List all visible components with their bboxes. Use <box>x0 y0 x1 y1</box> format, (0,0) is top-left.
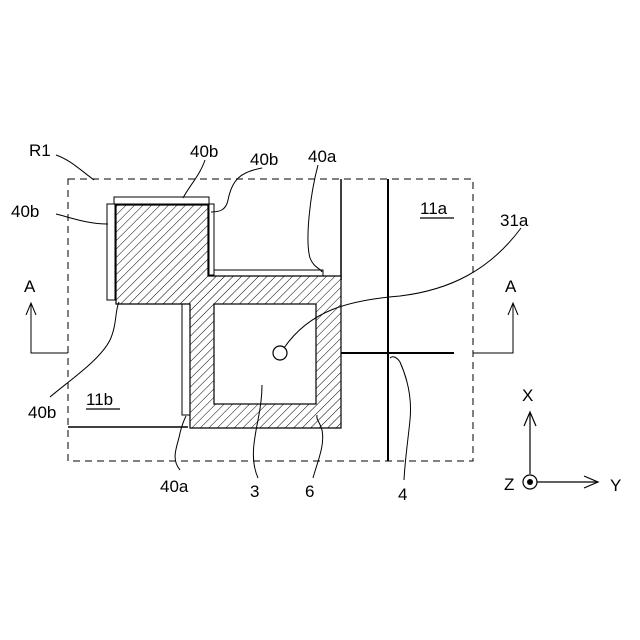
z-axis-dot <box>527 479 533 485</box>
leader-wiring-4 <box>390 357 411 480</box>
label-r1: R1 <box>29 141 51 160</box>
axis-label-x: X <box>522 386 533 405</box>
leader-40b-bottom <box>50 302 119 397</box>
electrode-40b-left-strip <box>107 204 115 300</box>
electrode-40a-top-strip <box>214 270 323 276</box>
label-wiring-4: 4 <box>398 485 407 504</box>
element-3-box <box>214 304 316 404</box>
label-40b-bottom: 40b <box>28 403 56 422</box>
label-40b-right: 40b <box>250 150 278 169</box>
label-section-a-left: A <box>24 277 36 296</box>
electrode-40b-step-strip <box>209 204 214 275</box>
label-31a: 31a <box>500 211 529 230</box>
leader-r1 <box>56 155 94 180</box>
label-40a-top: 40a <box>308 147 337 166</box>
leader-40a-bottom <box>175 416 186 470</box>
electrode-40b-top-strip <box>114 197 209 204</box>
axis-label-y: Y <box>610 476 621 495</box>
axis-label-z: Z <box>504 475 514 494</box>
contact-31a-circle <box>273 346 287 360</box>
label-element-3: 3 <box>250 482 259 501</box>
label-40a-bottom: 40a <box>160 477 189 496</box>
label-layer-6: 6 <box>305 482 314 501</box>
label-section-a-right: A <box>505 277 517 296</box>
leader-40a-top <box>308 165 322 272</box>
electrode-40a-left-strip <box>182 303 190 415</box>
label-40b-left: 40b <box>11 202 39 221</box>
section-a-right-marker <box>473 303 513 353</box>
leader-40b-left <box>56 214 108 224</box>
label-40b-top: 40b <box>190 142 218 161</box>
section-a-left-marker <box>31 303 68 353</box>
leader-40b-right <box>211 168 262 212</box>
label-11b: 11b <box>86 390 113 409</box>
label-11a: 11a <box>420 199 448 218</box>
